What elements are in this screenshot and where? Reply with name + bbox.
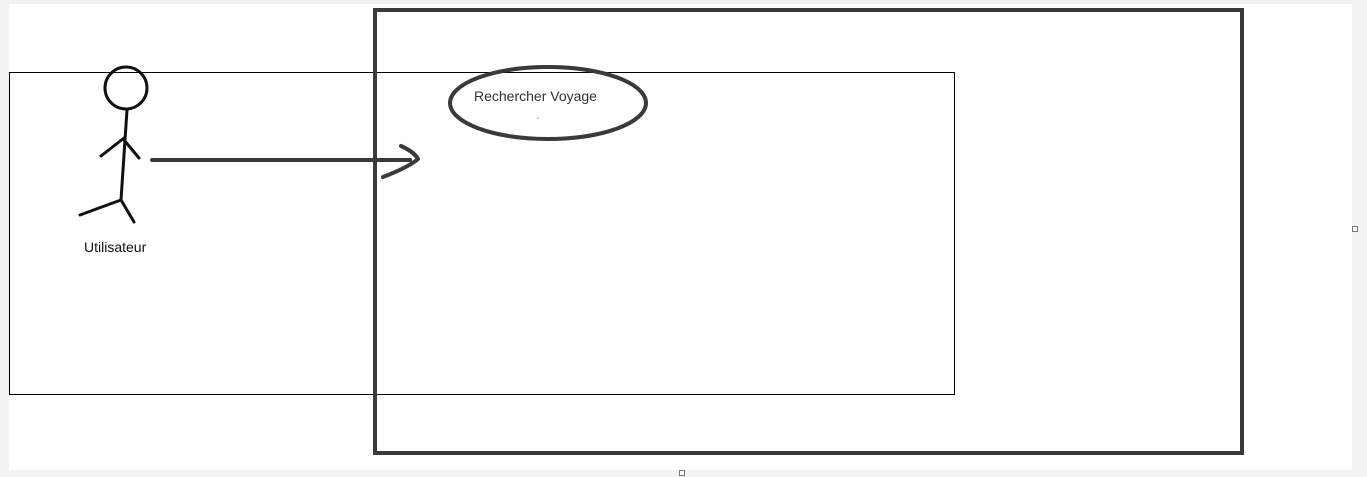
- actor-left-leg: [78, 198, 123, 217]
- stick-figure-icon[interactable]: [78, 65, 149, 224]
- resize-handle-icon[interactable]: [679, 470, 685, 476]
- resize-handle-icon[interactable]: [1352, 226, 1358, 232]
- selection-rectangle[interactable]: [9, 72, 955, 395]
- actor-label: Utilisateur: [84, 239, 147, 255]
- system-boundary[interactable]: [373, 8, 1244, 455]
- actor-head: [103, 65, 149, 111]
- actor-left-arm: [99, 136, 126, 158]
- arrow-head: [381, 144, 420, 179]
- document-canvas: [9, 4, 1352, 470]
- arrow-icon[interactable]: [150, 144, 420, 179]
- actor-body: [119, 108, 129, 202]
- actor-right-arm: [122, 138, 141, 160]
- use-case-label: Rechercher Voyage: [474, 88, 597, 104]
- actor-right-leg: [119, 198, 136, 224]
- use-case-ellipse[interactable]: [448, 65, 648, 141]
- ellipse-dot: [537, 117, 539, 119]
